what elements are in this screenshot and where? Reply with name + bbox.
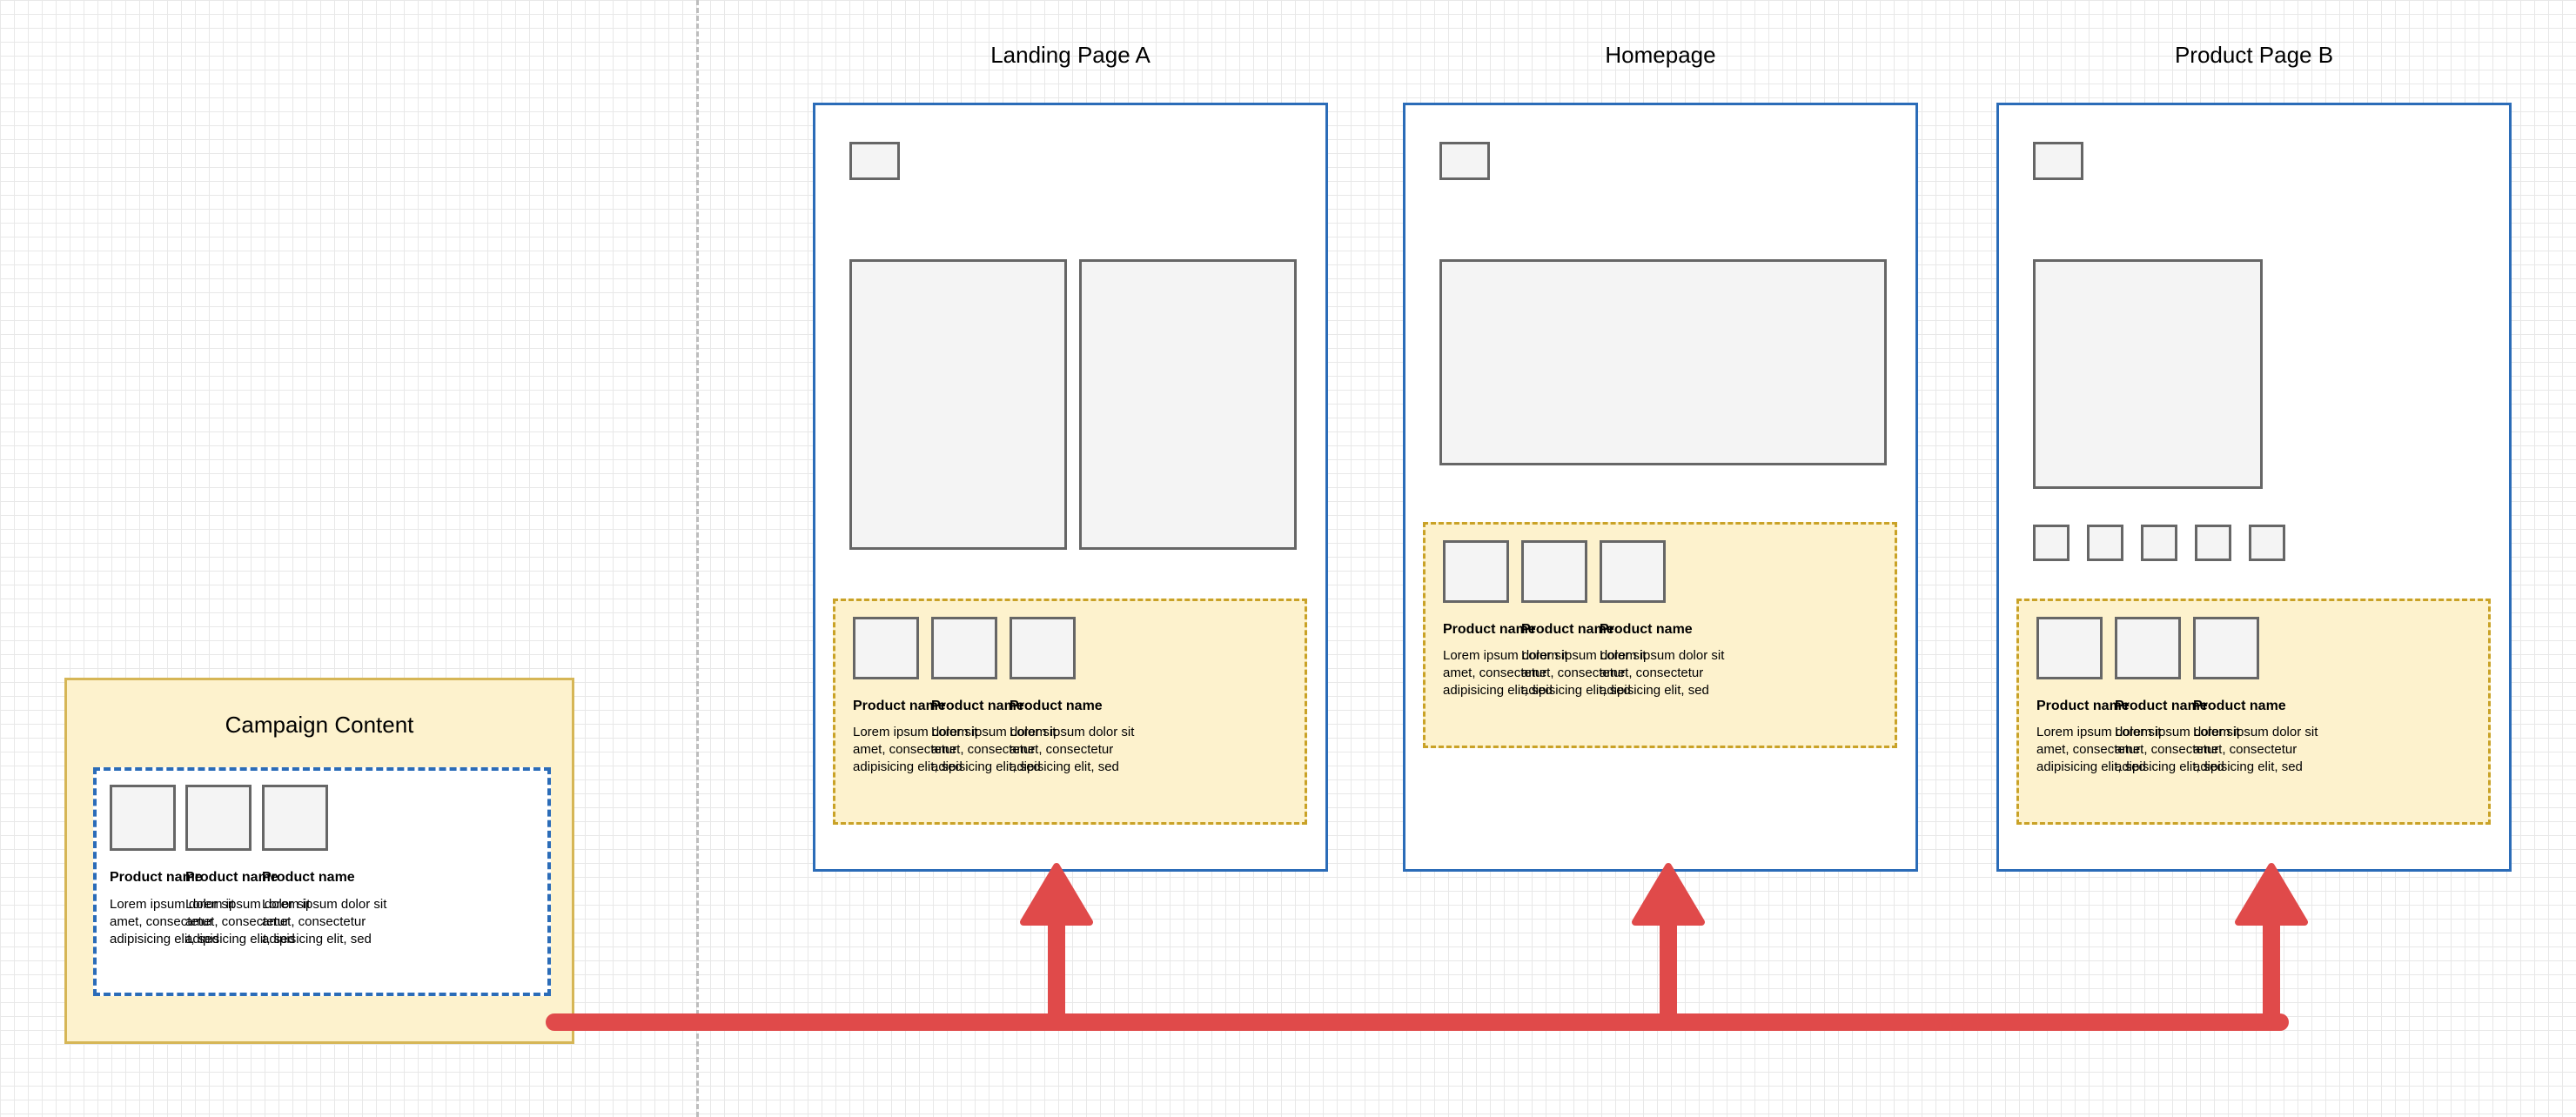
product-description: Lorem ipsum dolor sit amet, consectetur … bbox=[2036, 725, 2162, 775]
product-description: Lorem ipsum dolor sit amet, consectetur … bbox=[853, 725, 978, 775]
product-image-placeholder bbox=[853, 617, 919, 679]
page-break-guide bbox=[696, 0, 699, 1117]
product-name-label: Product name bbox=[853, 699, 946, 713]
product-name-label: Product name bbox=[2115, 699, 2208, 713]
page-title-homepage: Homepage bbox=[1605, 42, 1716, 68]
thumbnail-placeholder-2[interactable] bbox=[2087, 525, 2123, 561]
page-product-card[interactable]: Product name Lorem ipsum dolor sit amet,… bbox=[2193, 617, 2325, 776]
thumbnail-placeholder-4[interactable] bbox=[2195, 525, 2231, 561]
source-product-card[interactable]: Product name Lorem ipsum dolor sit amet,… bbox=[110, 785, 235, 948]
product-description: Lorem ipsum dolor sit amet, consectetur … bbox=[1443, 648, 1568, 699]
product-description: Lorem ipsum dolor sit amet, consectetur … bbox=[1010, 725, 1135, 775]
product-description: Lorem ipsum dolor sit amet, consectetur … bbox=[2193, 725, 2318, 775]
product-name-label: Product name bbox=[262, 870, 355, 885]
product-description: Lorem ipsum dolor sit amet, consectetur … bbox=[185, 897, 311, 947]
product-image-placeholder bbox=[185, 785, 252, 851]
page-product-card[interactable]: Product name Lorem ipsum dolor sit amet,… bbox=[1600, 540, 1732, 699]
page-product-card[interactable]: Product name Lorem ipsum dolor sit amet,… bbox=[931, 617, 1063, 776]
campaign-slot-highlight[interactable]: Product name Lorem ipsum dolor sit amet,… bbox=[833, 599, 1307, 825]
product-name-label: Product name bbox=[1443, 622, 1536, 637]
source-product-card[interactable]: Product name Lorem ipsum dolor sit amet,… bbox=[262, 785, 387, 948]
page-product-card[interactable]: Product name Lorem ipsum dolor sit amet,… bbox=[2036, 617, 2169, 776]
product-name-label: Product name bbox=[1010, 699, 1103, 713]
campaign-content-inner-frame: Product name Lorem ipsum dolor sit amet,… bbox=[93, 767, 551, 996]
connector-arrowhead-homepage bbox=[1632, 863, 1705, 926]
hero-placeholder-right bbox=[1079, 259, 1297, 550]
product-image-placeholder bbox=[931, 617, 997, 679]
logo-placeholder bbox=[2033, 142, 2083, 180]
product-image-placeholder bbox=[110, 785, 176, 851]
page-frame-landing-page-a[interactable]: Product name Lorem ipsum dolor sit amet,… bbox=[813, 103, 1328, 872]
page-product-card[interactable]: Product name Lorem ipsum dolor sit amet,… bbox=[1443, 540, 1575, 699]
campaign-content-title: Campaign Content bbox=[225, 712, 414, 738]
logo-placeholder bbox=[849, 142, 900, 180]
thumbnail-placeholder-1[interactable] bbox=[2033, 525, 2070, 561]
source-product-card[interactable]: Product name Lorem ipsum dolor sit amet,… bbox=[185, 785, 311, 948]
page-product-card[interactable]: Product name Lorem ipsum dolor sit amet,… bbox=[1521, 540, 1654, 699]
page-product-card[interactable]: Product name Lorem ipsum dolor sit amet,… bbox=[2115, 617, 2247, 776]
campaign-slot-highlight[interactable]: Product name Lorem ipsum dolor sit amet,… bbox=[2016, 599, 2491, 825]
product-name-label: Product name bbox=[2036, 699, 2130, 713]
product-description: Lorem ipsum dolor sit amet, consectetur … bbox=[1521, 648, 1647, 699]
hero-placeholder-wide bbox=[1439, 259, 1887, 465]
connector-arrowhead-product-page-b bbox=[2235, 863, 2308, 926]
product-image-placeholder bbox=[1443, 540, 1509, 603]
product-description: Lorem ipsum dolor sit amet, consectetur … bbox=[2115, 725, 2240, 775]
product-description: Lorem ipsum dolor sit amet, consectetur … bbox=[931, 725, 1057, 775]
product-name-label: Product name bbox=[2193, 699, 2286, 713]
page-title-product-page-b: Product Page B bbox=[2174, 42, 2334, 68]
product-image-placeholder bbox=[1600, 540, 1666, 603]
page-frame-homepage[interactable]: Product name Lorem ipsum dolor sit amet,… bbox=[1403, 103, 1918, 872]
logo-placeholder bbox=[1439, 142, 1490, 180]
thumbnail-placeholder-3[interactable] bbox=[2141, 525, 2177, 561]
product-image-placeholder bbox=[2036, 617, 2103, 679]
product-image-placeholder bbox=[1521, 540, 1587, 603]
product-name-label: Product name bbox=[185, 870, 278, 885]
product-description: Lorem ipsum dolor sit amet, consectetur … bbox=[110, 897, 235, 947]
product-image-placeholder bbox=[2193, 617, 2259, 679]
connector-arrowhead-landing-page-a bbox=[1020, 863, 1093, 926]
product-name-label: Product name bbox=[1600, 622, 1693, 637]
hero-placeholder-left bbox=[849, 259, 1067, 550]
campaign-content-box[interactable]: Campaign Content Product name Lorem ipsu… bbox=[64, 678, 574, 1044]
page-product-card[interactable]: Product name Lorem ipsum dolor sit amet,… bbox=[1010, 617, 1142, 776]
product-image-placeholder bbox=[262, 785, 328, 851]
hero-placeholder-square bbox=[2033, 259, 2263, 489]
product-name-label: Product name bbox=[1521, 622, 1614, 637]
page-frame-product-page-b[interactable]: Product name Lorem ipsum dolor sit amet,… bbox=[1996, 103, 2512, 872]
product-image-placeholder bbox=[2115, 617, 2181, 679]
product-description: Lorem ipsum dolor sit amet, consectetur … bbox=[1600, 648, 1725, 699]
product-image-placeholder bbox=[1010, 617, 1076, 679]
product-description: Lorem ipsum dolor sit amet, consectetur … bbox=[262, 897, 387, 947]
page-title-landing-page-a: Landing Page A bbox=[990, 42, 1150, 68]
thumbnail-placeholder-5[interactable] bbox=[2249, 525, 2285, 561]
product-name-label: Product name bbox=[110, 870, 203, 885]
campaign-slot-highlight[interactable]: Product name Lorem ipsum dolor sit amet,… bbox=[1423, 522, 1897, 748]
product-name-label: Product name bbox=[931, 699, 1024, 713]
page-product-card[interactable]: Product name Lorem ipsum dolor sit amet,… bbox=[853, 617, 985, 776]
